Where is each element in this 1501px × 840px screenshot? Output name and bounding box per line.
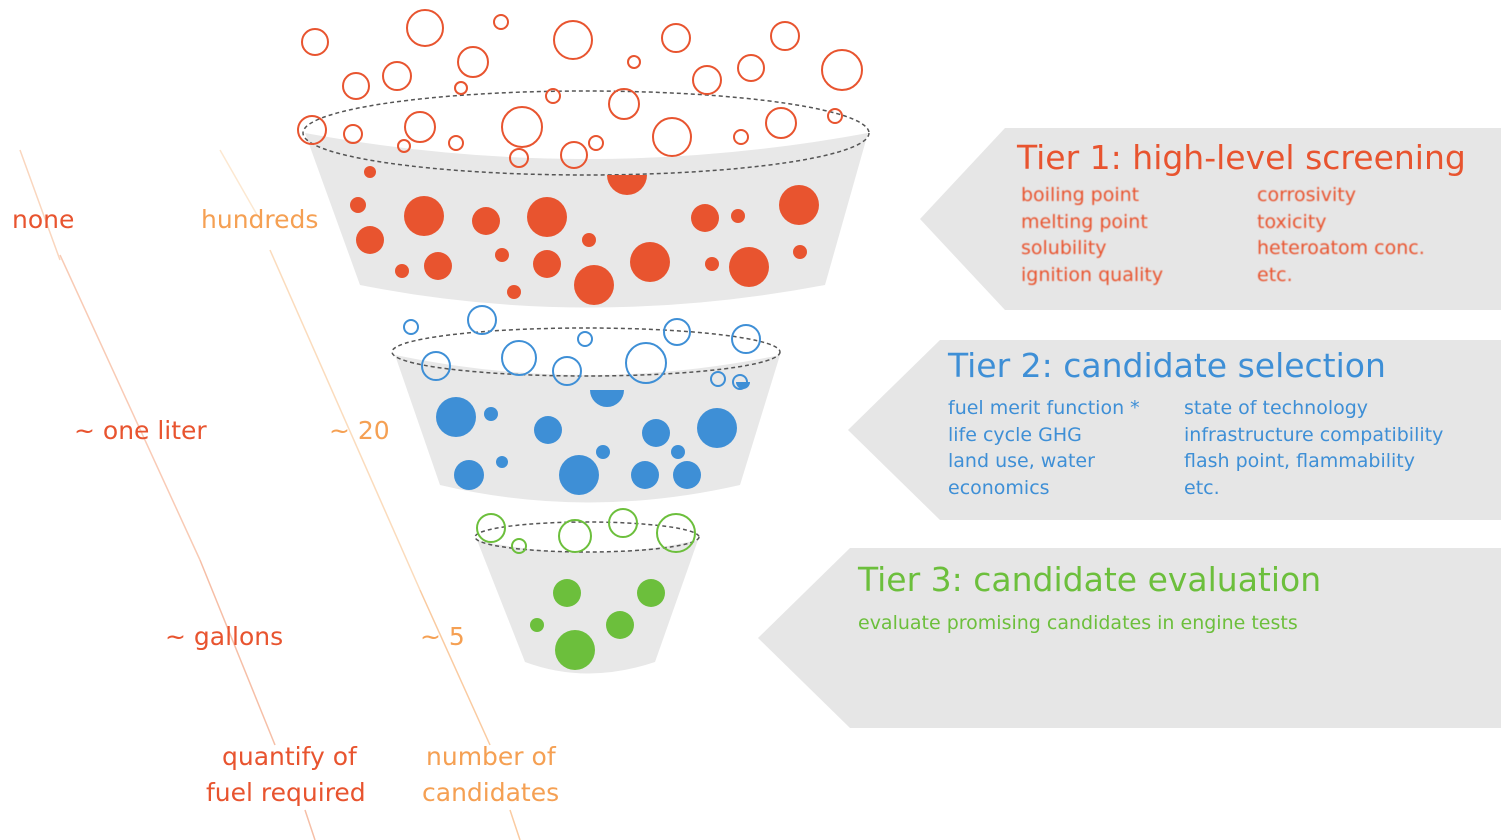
candidate-axis-title-line1: number of [426, 742, 556, 771]
tier2-title: Tier 2: candidate selection [948, 346, 1386, 385]
fuel-axis-line-mid [59, 254, 201, 561]
tier1-arrow [920, 128, 1501, 310]
candidate-axis-line-tail [509, 809, 521, 840]
funnel-rim-tier2 [391, 327, 781, 377]
tier3-arrow [758, 548, 1501, 728]
tier2-criterion: state of technology [1184, 397, 1369, 419]
tier2-criterion: economics [948, 476, 1050, 499]
fuel-quantity-none-label: none [12, 205, 75, 234]
fuel-axis-line-tail [304, 809, 316, 840]
tier2-criteria-right: state of technology infrastructure compa… [1184, 395, 1443, 501]
funnel-rim-tier1 [302, 90, 870, 176]
tier3-description: evaluate promising candidates in engine … [858, 612, 1298, 634]
tier2-criterion: flash point, flammability [1184, 450, 1415, 472]
fuel-axis-line-upper [19, 149, 61, 261]
fuel-axis-title-line2: fuel required [206, 778, 366, 807]
fuel-axis-title-line1: quantify of [222, 742, 357, 771]
tier1-criterion: ignition quality [1021, 263, 1164, 286]
tier1-criterion: toxicity [1257, 210, 1327, 233]
tier1-criterion: melting point [1021, 210, 1148, 233]
candidate-axis-line-upper [219, 149, 261, 221]
tier1-criterion: solubility [1021, 237, 1107, 259]
tier2-arrow [848, 340, 1501, 520]
tier2-criterion: etc. [1184, 476, 1220, 499]
tier1-title: Tier 1: high-level screening [1017, 138, 1466, 177]
tier1-criteria-right: corrosivity toxicity heteroatom conc. et… [1257, 182, 1425, 288]
candidate-axis-line-lower [419, 589, 491, 746]
tier1-open-candidates [297, 9, 863, 169]
tier3-title: Tier 3: candidate evaluation [858, 560, 1322, 599]
candidate-axis-line-mid [269, 249, 421, 591]
fuel-quantity-liter-label: ~ one liter [74, 416, 207, 445]
tier2-open-candidates [403, 305, 761, 390]
funnel-rim-tier3 [474, 521, 700, 553]
candidate-axis-title-line2: candidates [422, 778, 560, 807]
tier3-selected-candidates [530, 579, 665, 670]
fuel-axis-line-lower [199, 559, 276, 746]
tier1-criterion: etc. [1257, 263, 1293, 286]
candidates-twenty-label: ~ 20 [329, 416, 390, 445]
tier1-criterion: corrosivity [1257, 184, 1356, 206]
tier2-criterion: fuel merit function * [948, 397, 1140, 419]
candidates-five-label: ~ 5 [420, 622, 465, 651]
tier2-criterion: life cycle GHG [948, 423, 1082, 446]
tier2-criterion: land use, water [948, 450, 1095, 472]
fuel-quantity-gallons-label: ~ gallons [165, 622, 284, 651]
candidates-hundreds-label: hundreds [201, 205, 319, 234]
tier2-selected-candidates [436, 382, 750, 495]
funnel-segment-tier3 [477, 540, 698, 674]
tier1-criterion: boiling point [1021, 184, 1140, 206]
tier1-criterion: heteroatom conc. [1257, 237, 1425, 259]
tier1-criteria-left: boiling point melting point solubility i… [1021, 182, 1163, 288]
tier3-open-candidates [476, 508, 696, 554]
tier1-selected-candidates [350, 166, 819, 305]
tier2-criterion: infrastructure compatibility [1184, 423, 1444, 446]
tier2-criteria-left: fuel merit function * life cycle GHG lan… [948, 395, 1140, 501]
